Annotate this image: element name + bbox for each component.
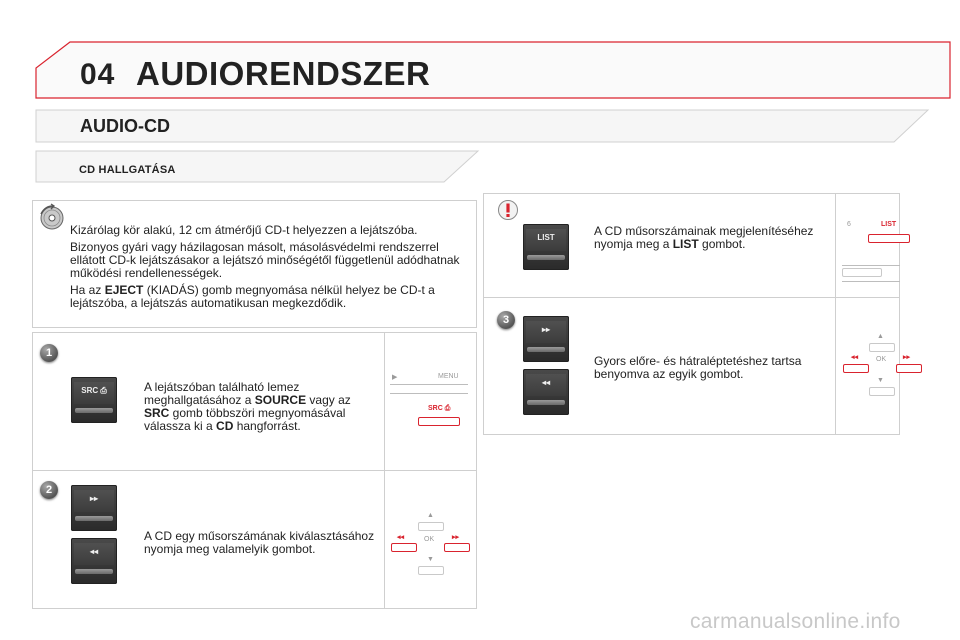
step-number-3: 3 — [497, 311, 515, 329]
diagram-up-button — [869, 343, 895, 352]
section-title: AUDIO-CD — [80, 116, 170, 136]
list-text: A CD műsorszámainak megjelenítéséhez nyo… — [594, 224, 814, 251]
diagram-src-label: SRC ⎙ — [428, 405, 451, 412]
diagram-down-button — [418, 566, 444, 575]
diagram-menu-line — [390, 384, 468, 385]
step-number-1: 1 — [40, 344, 58, 362]
diagram-ok-label: OK — [876, 356, 887, 363]
diagram-list-slot — [842, 268, 882, 277]
diagram-left-button — [391, 543, 417, 552]
subtitle-frame — [35, 150, 480, 183]
right-horizontal-divider — [483, 297, 900, 298]
info-text: Kizárólag kör alakú, 12 cm átmérőjű CD-t… — [70, 224, 468, 314]
cd-disc-icon — [40, 203, 64, 230]
diagram-list-line-2 — [842, 281, 900, 282]
header-frame — [35, 41, 951, 99]
diagram-forward-icon: ▸▸ — [903, 354, 911, 361]
diagram-menu-line-2 — [390, 393, 468, 394]
info-paragraph-2: Bizonyos gyári vagy házilagosan másolt, … — [70, 240, 460, 280]
watermark: carmanualsonline.info — [690, 610, 901, 633]
diagram-list-line — [842, 265, 900, 266]
right-vertical-divider — [835, 193, 836, 435]
step1-text: A lejátszóban található lemez meghallgat… — [144, 380, 351, 433]
diagram-src-button — [418, 417, 460, 426]
diagram-menu-label: MENU — [438, 373, 459, 380]
step2-text: A CD egy műsorszámának kiválasztásához n… — [144, 529, 375, 556]
diagram-left-button — [843, 364, 869, 373]
up-arrow-icon: ▲ — [877, 333, 884, 340]
diagram-list-label: LIST — [881, 221, 897, 228]
step-number-2: 2 — [40, 481, 58, 499]
down-arrow-icon: ▼ — [427, 556, 434, 563]
diagram-up-button — [418, 522, 444, 531]
fast-forward-button[interactable]: ▸▸ — [523, 316, 569, 362]
diagram-list-button — [868, 234, 910, 243]
diagram-right-button — [444, 543, 470, 552]
step3-text: Gyors előre- és hátraléptetéshez tartsa … — [594, 354, 802, 381]
chapter-number: 04 — [80, 58, 116, 91]
info-box — [32, 200, 477, 328]
diagram-forward-icon: ▸▸ — [452, 534, 460, 541]
diagram-six-label: 6 — [847, 221, 851, 228]
diagram-rewind-icon: ◂◂ — [851, 354, 859, 361]
subsection-title: CD HALLGATÁSA — [79, 164, 176, 176]
fast-rewind-button[interactable]: ◂◂ — [523, 369, 569, 415]
section-title-frame — [35, 109, 930, 143]
chapter-title: AUDIORENDSZER — [136, 55, 431, 92]
diagram-rewind-icon: ◂◂ — [397, 534, 405, 541]
src-button[interactable]: SRC ⎙ — [71, 377, 117, 423]
play-icon: ▶ — [392, 374, 398, 381]
up-arrow-icon: ▲ — [427, 512, 434, 519]
next-track-button[interactable]: ▸▸ — [71, 485, 117, 531]
list-button[interactable]: LIST — [523, 224, 569, 270]
diagram-down-button — [869, 387, 895, 396]
steps-horizontal-divider — [32, 470, 477, 471]
previous-track-button[interactable]: ◂◂ — [71, 538, 117, 584]
diagram-ok-label: OK — [424, 536, 435, 543]
diagram-right-button — [896, 364, 922, 373]
info-paragraph-1: Kizárólag kör alakú, 12 cm átmérőjű CD-t… — [70, 223, 418, 237]
info-paragraph-3: Ha az EJECT (KIADÁS) gomb megnyomása nél… — [70, 283, 435, 310]
warning-icon — [498, 200, 518, 220]
down-arrow-icon: ▼ — [877, 377, 884, 384]
